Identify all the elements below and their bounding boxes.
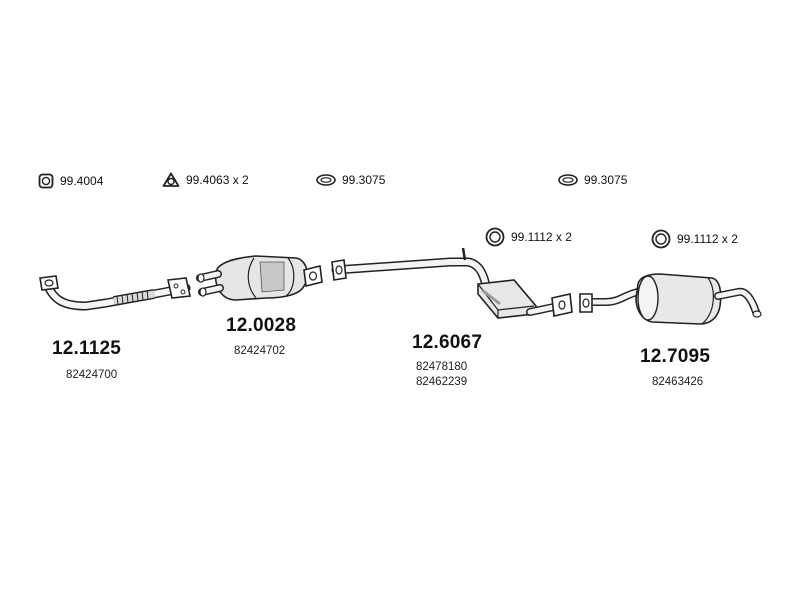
gasket-item-ring: 99.1112 x 2 — [485, 227, 572, 247]
oem-number: 82424700 — [66, 369, 118, 381]
middle-silencer-drawing — [331, 247, 573, 319]
part-label-catalytic-converter: 12.0028 82424702 — [226, 315, 346, 359]
front-pipe-drawing — [39, 275, 191, 311]
gasket-code: 99.1112 x 2 — [511, 230, 572, 244]
gasket-item-triangle: 99.4063 x 2 — [162, 172, 249, 188]
gasket-item-clamp: 99.3075 — [316, 173, 385, 187]
ring-gasket-icon — [651, 229, 671, 249]
gasket-item-square: 99.4004 — [38, 173, 103, 189]
part-number: 12.0028 — [226, 315, 297, 336]
triangle-gasket-icon — [162, 172, 180, 187]
oval-clamp-icon — [316, 174, 336, 186]
gasket-item-clamp: 99.3075 — [558, 173, 627, 187]
gasket-item-ring: 99.1112 x 2 — [651, 229, 738, 249]
gasket-code: 99.1112 x 2 — [677, 232, 738, 246]
catalytic-converter-drawing — [196, 255, 323, 301]
ring-gasket-icon — [485, 227, 505, 247]
oem-number: 82424702 — [234, 345, 286, 357]
part-label-rear-silencer: 12.7095 82463426 — [640, 346, 750, 390]
oval-clamp-icon — [558, 174, 578, 186]
part-number: 12.6067 — [412, 332, 483, 353]
gasket-code: 99.4063 x 2 — [186, 173, 249, 187]
part-number: 12.7095 — [640, 346, 711, 367]
oem-number: 82463426 — [652, 376, 704, 388]
gasket-code: 99.3075 — [584, 173, 628, 187]
gasket-code: 99.4004 — [60, 174, 104, 188]
square-gasket-icon — [38, 173, 54, 189]
oem-number: 82478180 — [416, 361, 468, 373]
rear-silencer-drawing — [579, 273, 762, 325]
part-label-middle-silencer: 12.6067 82478180 82462239 — [412, 332, 522, 390]
gasket-code: 99.3075 — [342, 173, 386, 187]
part-number: 12.1125 — [52, 338, 122, 359]
oem-number: 82462239 — [416, 376, 468, 388]
part-label-front-pipe: 12.1125 82424700 — [52, 338, 162, 383]
